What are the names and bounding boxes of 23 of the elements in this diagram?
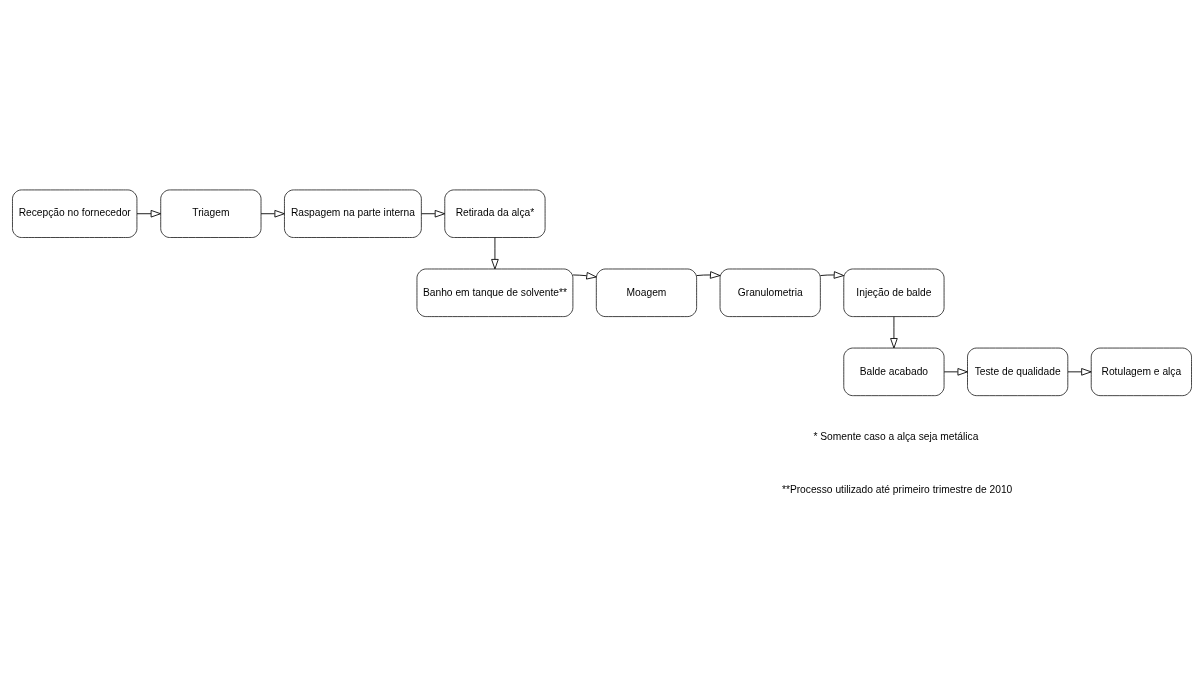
node-box: Banho em tanque de solvente** (416, 268, 574, 317)
node-box: Granulometria (719, 268, 821, 317)
arrow (491, 236, 499, 269)
node-box: Raspagem na parte interna (284, 189, 422, 238)
arrow (421, 209, 446, 217)
arrow (260, 209, 285, 217)
arrow (890, 315, 898, 348)
arrow (696, 270, 721, 279)
node-box: Balde acabado (843, 347, 945, 396)
arrow (943, 367, 968, 376)
label: **Processo utilizado até primeiro trimestre de 2010 (781, 483, 1013, 495)
arrow (572, 271, 597, 279)
node-box: Moagem (595, 268, 697, 317)
node-box: Recepção no fornecedor (12, 189, 138, 238)
arrow (136, 209, 162, 217)
node-box: Triagem (160, 189, 262, 238)
arrow (820, 270, 845, 279)
node-box: Teste de qualidade (967, 347, 1069, 396)
node-box: Injeção de balde (843, 268, 945, 317)
label: * Somente caso a alça seja metálica (813, 430, 979, 442)
node-box: Rotulagem e alça (1090, 347, 1192, 396)
arrow (1067, 367, 1092, 376)
node-box: Retirada da alça* (444, 189, 546, 238)
